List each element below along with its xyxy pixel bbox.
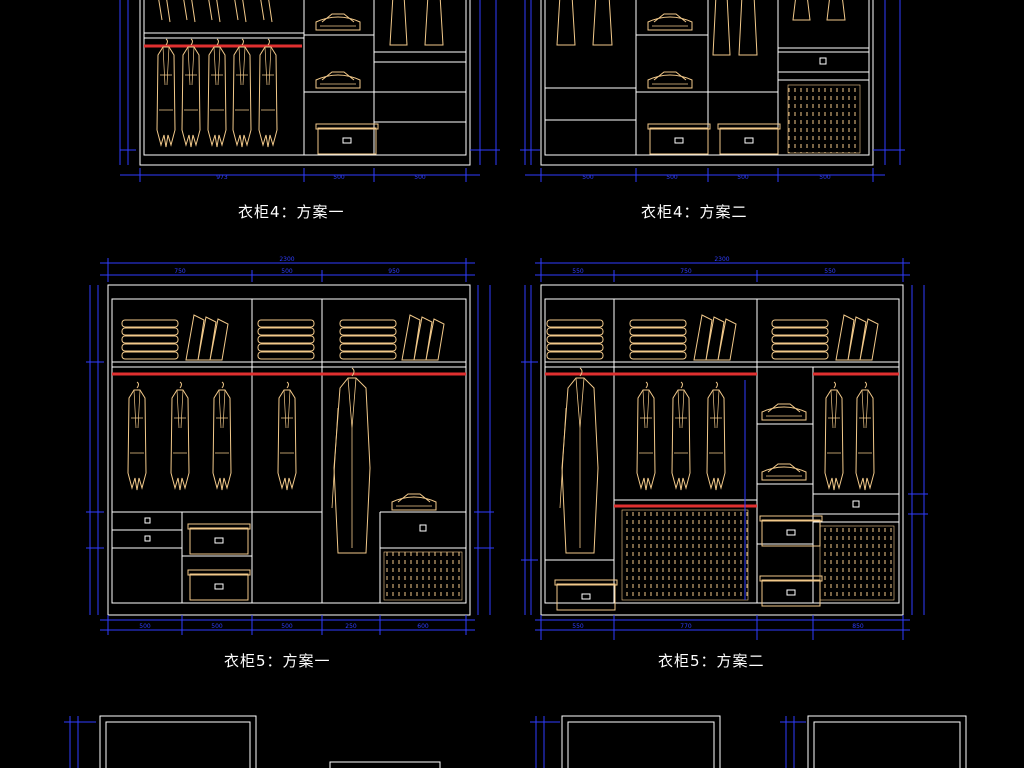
dim-label: 500 <box>414 174 426 181</box>
dim-label: 850 <box>852 623 864 630</box>
wardrobe-4-plan-2: 500 500 500 500 <box>520 0 905 182</box>
dim-label: 550 <box>824 268 836 275</box>
pants-basket <box>383 551 463 601</box>
storage-box <box>647 123 781 155</box>
hanging-clothes <box>156 38 278 148</box>
dim-label: 500 <box>666 174 678 181</box>
drawer <box>852 500 860 508</box>
dim-label: 950 <box>388 268 400 275</box>
dim-label: 500 <box>582 174 594 181</box>
dim-label: 500 <box>737 174 749 181</box>
dim-label: 770 <box>680 623 692 630</box>
wardrobe-6-partial <box>99 715 967 768</box>
dim-label: 550 <box>572 623 584 630</box>
hanging-clothes-right <box>389 0 444 46</box>
pants-basket <box>787 84 861 154</box>
dim-label: 500 <box>211 623 223 630</box>
dim-label: 550 <box>572 268 584 275</box>
storage-box <box>187 523 251 601</box>
bottom-dimension-lines <box>64 716 806 768</box>
dim-label: 500 <box>281 623 293 630</box>
drawer <box>819 57 827 65</box>
dim-label: 500 <box>139 623 151 630</box>
caption-wardrobe-4-plan-1: 衣柜4：方案一 <box>238 203 345 221</box>
wardrobe-4-plan-1: 973 500 500 <box>119 0 500 182</box>
dim-label: 250 <box>345 623 357 630</box>
short-clothes-top <box>556 0 846 56</box>
dim-label: 750 <box>174 268 186 275</box>
storage-box <box>315 123 379 155</box>
caption-wardrobe-5-plan-1: 衣柜5：方案一 <box>224 652 331 670</box>
dim-label: 500 <box>281 268 293 275</box>
dim-label: 973 <box>216 174 228 181</box>
hanging-clothes <box>127 381 297 491</box>
short-clothes-top <box>158 0 273 23</box>
long-coat <box>331 367 371 554</box>
pants-basket <box>621 509 749 601</box>
dim-label: 500 <box>333 174 345 181</box>
dim-label: 750 <box>680 268 692 275</box>
dim-label: 2300 <box>714 256 729 263</box>
dim-label: 600 <box>417 623 429 630</box>
folded-clothes <box>546 314 879 361</box>
pants-basket <box>819 525 895 601</box>
dim-label: 500 <box>819 174 831 181</box>
long-coat <box>559 367 599 554</box>
wardrobe-5-plan-2: 2300 550 750 550 550 770 850 <box>521 256 928 640</box>
caption-wardrobe-5-plan-2: 衣柜5：方案二 <box>658 652 765 670</box>
dim-label: 2300 <box>279 256 294 263</box>
folded-clothes <box>121 314 445 361</box>
caption-wardrobe-4-plan-2: 衣柜4：方案二 <box>641 203 748 221</box>
hanging-clothes <box>636 381 875 491</box>
drawer <box>144 517 427 542</box>
wardrobe-5-plan-1: 2300 750 500 950 500 500 500 250 600 <box>86 256 494 635</box>
